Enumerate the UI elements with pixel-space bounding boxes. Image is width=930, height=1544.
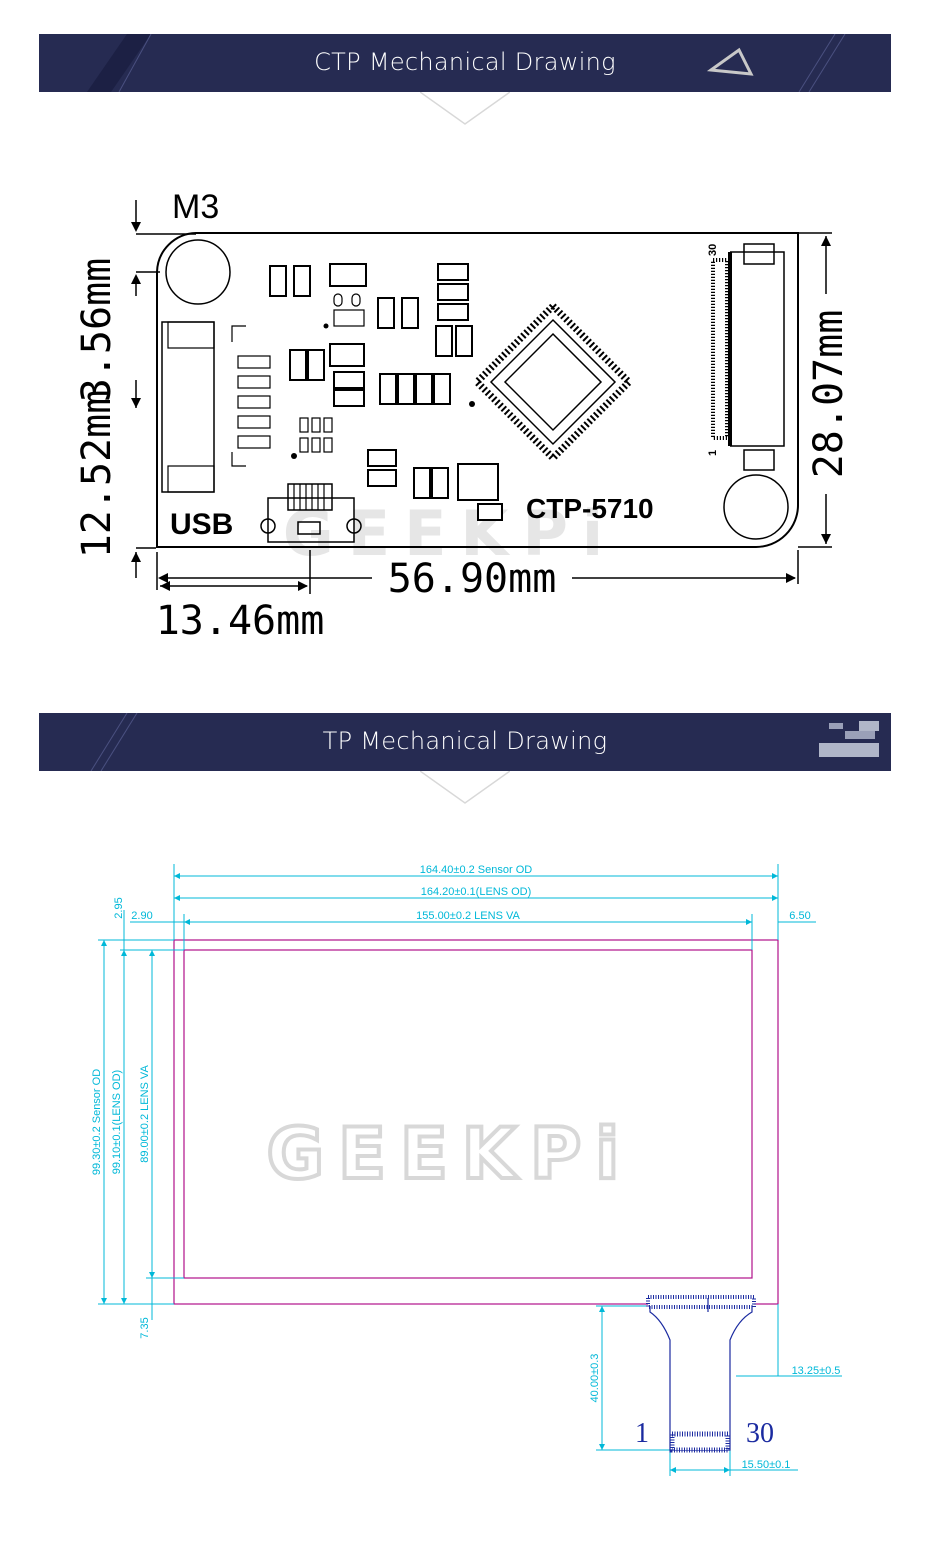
dimension-arrows: [131, 222, 831, 591]
fpc-pin-first: 1: [635, 1418, 649, 1449]
dim-top-offset: 3.56mm: [74, 258, 120, 403]
usb-connector: [260, 483, 362, 543]
tp-mechanical-drawing: GEEKPi: [91, 864, 842, 1476]
board-outline: [156, 232, 799, 548]
banner-decoration: [90, 713, 879, 771]
dim-usb-offset: 12.52mm: [74, 390, 120, 559]
dim-right-margin: 6.50: [789, 910, 810, 922]
smd-components: [269, 263, 503, 521]
mount-hole-bottom-right: [723, 474, 789, 540]
dim-lens-va-width: 155.00±0.2 LENS VA: [416, 910, 520, 922]
dim-fpc-offset: 13.25±0.5: [792, 1365, 841, 1377]
sensor-outline: [173, 939, 779, 1305]
connector-pin-bottom: 1: [707, 450, 719, 456]
dim-lens-va-height: 89.00±0.2 LENS VA: [139, 1065, 151, 1163]
dim-height: 28.07mm: [806, 310, 852, 479]
tp-dimension-lines: [98, 864, 842, 1476]
dim-sensor-od-width: 164.40±0.2 Sensor OD: [420, 864, 532, 876]
fpc-tail: [646, 1295, 756, 1453]
watermark: GEEKPi: [283, 497, 617, 570]
fpc-connector: [711, 243, 785, 471]
section-banner-tp: TP Mechanical Drawing: [39, 713, 891, 771]
banner-decoration: [87, 34, 846, 92]
dim-width: 56.90mm: [388, 556, 557, 602]
board-label: CTP-5710: [526, 493, 654, 524]
qfp-chip: [472, 301, 634, 463]
mount-hole-top-left: [165, 239, 231, 305]
mount-label: M3: [172, 188, 219, 226]
dim-lens-od-width: 164.20±0.1(LENS OD): [421, 886, 532, 898]
dim-left-top: 2.95: [113, 897, 125, 918]
dim-usb-x: 13.46mm: [156, 598, 325, 644]
dim-left-margin: 2.90: [131, 910, 152, 922]
lens-va-outline: [183, 949, 753, 1279]
dimension-lines: [135, 200, 832, 594]
dim-sensor-od-height: 99.30±0.2 Sensor OD: [91, 1069, 103, 1175]
banner-notch: [420, 92, 510, 125]
dim-fpc-width: 15.50±0.1: [742, 1459, 791, 1471]
dim-fpc-length: 40.00±0.3: [589, 1354, 601, 1403]
ctp-mechanical-drawing: GEEKPi: [74, 188, 852, 644]
dim-lens-od-height: 99.10±0.1(LENS OD): [111, 1070, 123, 1174]
watermark: GEEKPi: [267, 1113, 634, 1195]
dim-bottom-margin: 7.35: [139, 1317, 151, 1338]
usb-label: USB: [170, 508, 233, 541]
fpc-pin-last: 30: [746, 1418, 774, 1449]
connector-pin-top: 30: [707, 244, 719, 256]
banner-notch: [420, 771, 510, 804]
banner-title: CTP Mechanical Drawing: [314, 48, 616, 76]
banner-title: TP Mechanical Drawing: [322, 727, 608, 755]
section-banner-ctp: CTP Mechanical Drawing: [39, 34, 891, 92]
connector-pads: [231, 325, 271, 467]
